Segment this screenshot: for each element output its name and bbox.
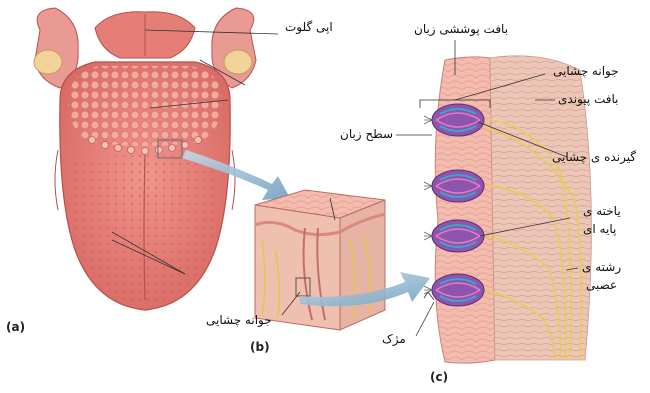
label-connective-tissue: بافت پیوندی — [558, 92, 619, 106]
panel-a-tongue — [34, 8, 278, 310]
label-taste-bud-c: جوانه چشایی — [553, 64, 619, 78]
panel-c-detail — [396, 40, 591, 363]
label-basal-cell-line2: پایه ای — [583, 222, 616, 236]
label-microvilli: مژک — [382, 332, 406, 346]
label-taste-bud-b: جوانه چشایی — [206, 313, 272, 327]
panel-label-b: (b) — [250, 340, 270, 354]
panel-b-block — [255, 190, 385, 330]
label-epiglottis: اپی گلوت — [285, 20, 333, 34]
taste-bud-2 — [424, 170, 484, 202]
taste-bud-1 — [424, 104, 484, 136]
taste-bud-4 — [424, 274, 484, 306]
label-nerve-fiber-line1: رشته ی — [582, 260, 621, 274]
label-epithelium: بافت پوششی زبان — [414, 22, 508, 36]
panel-label-a: (a) — [6, 320, 25, 334]
label-taste-receptor: گیرنده ی چشایی — [552, 150, 636, 164]
label-basal-cell-line1: یاخته ی — [583, 204, 621, 218]
label-nerve-fiber-line2: عصبی — [586, 278, 617, 292]
panel-label-c: (c) — [430, 370, 448, 384]
taste-bud-3 — [424, 220, 484, 252]
label-tongue-surface: سطح زبان — [340, 127, 393, 141]
